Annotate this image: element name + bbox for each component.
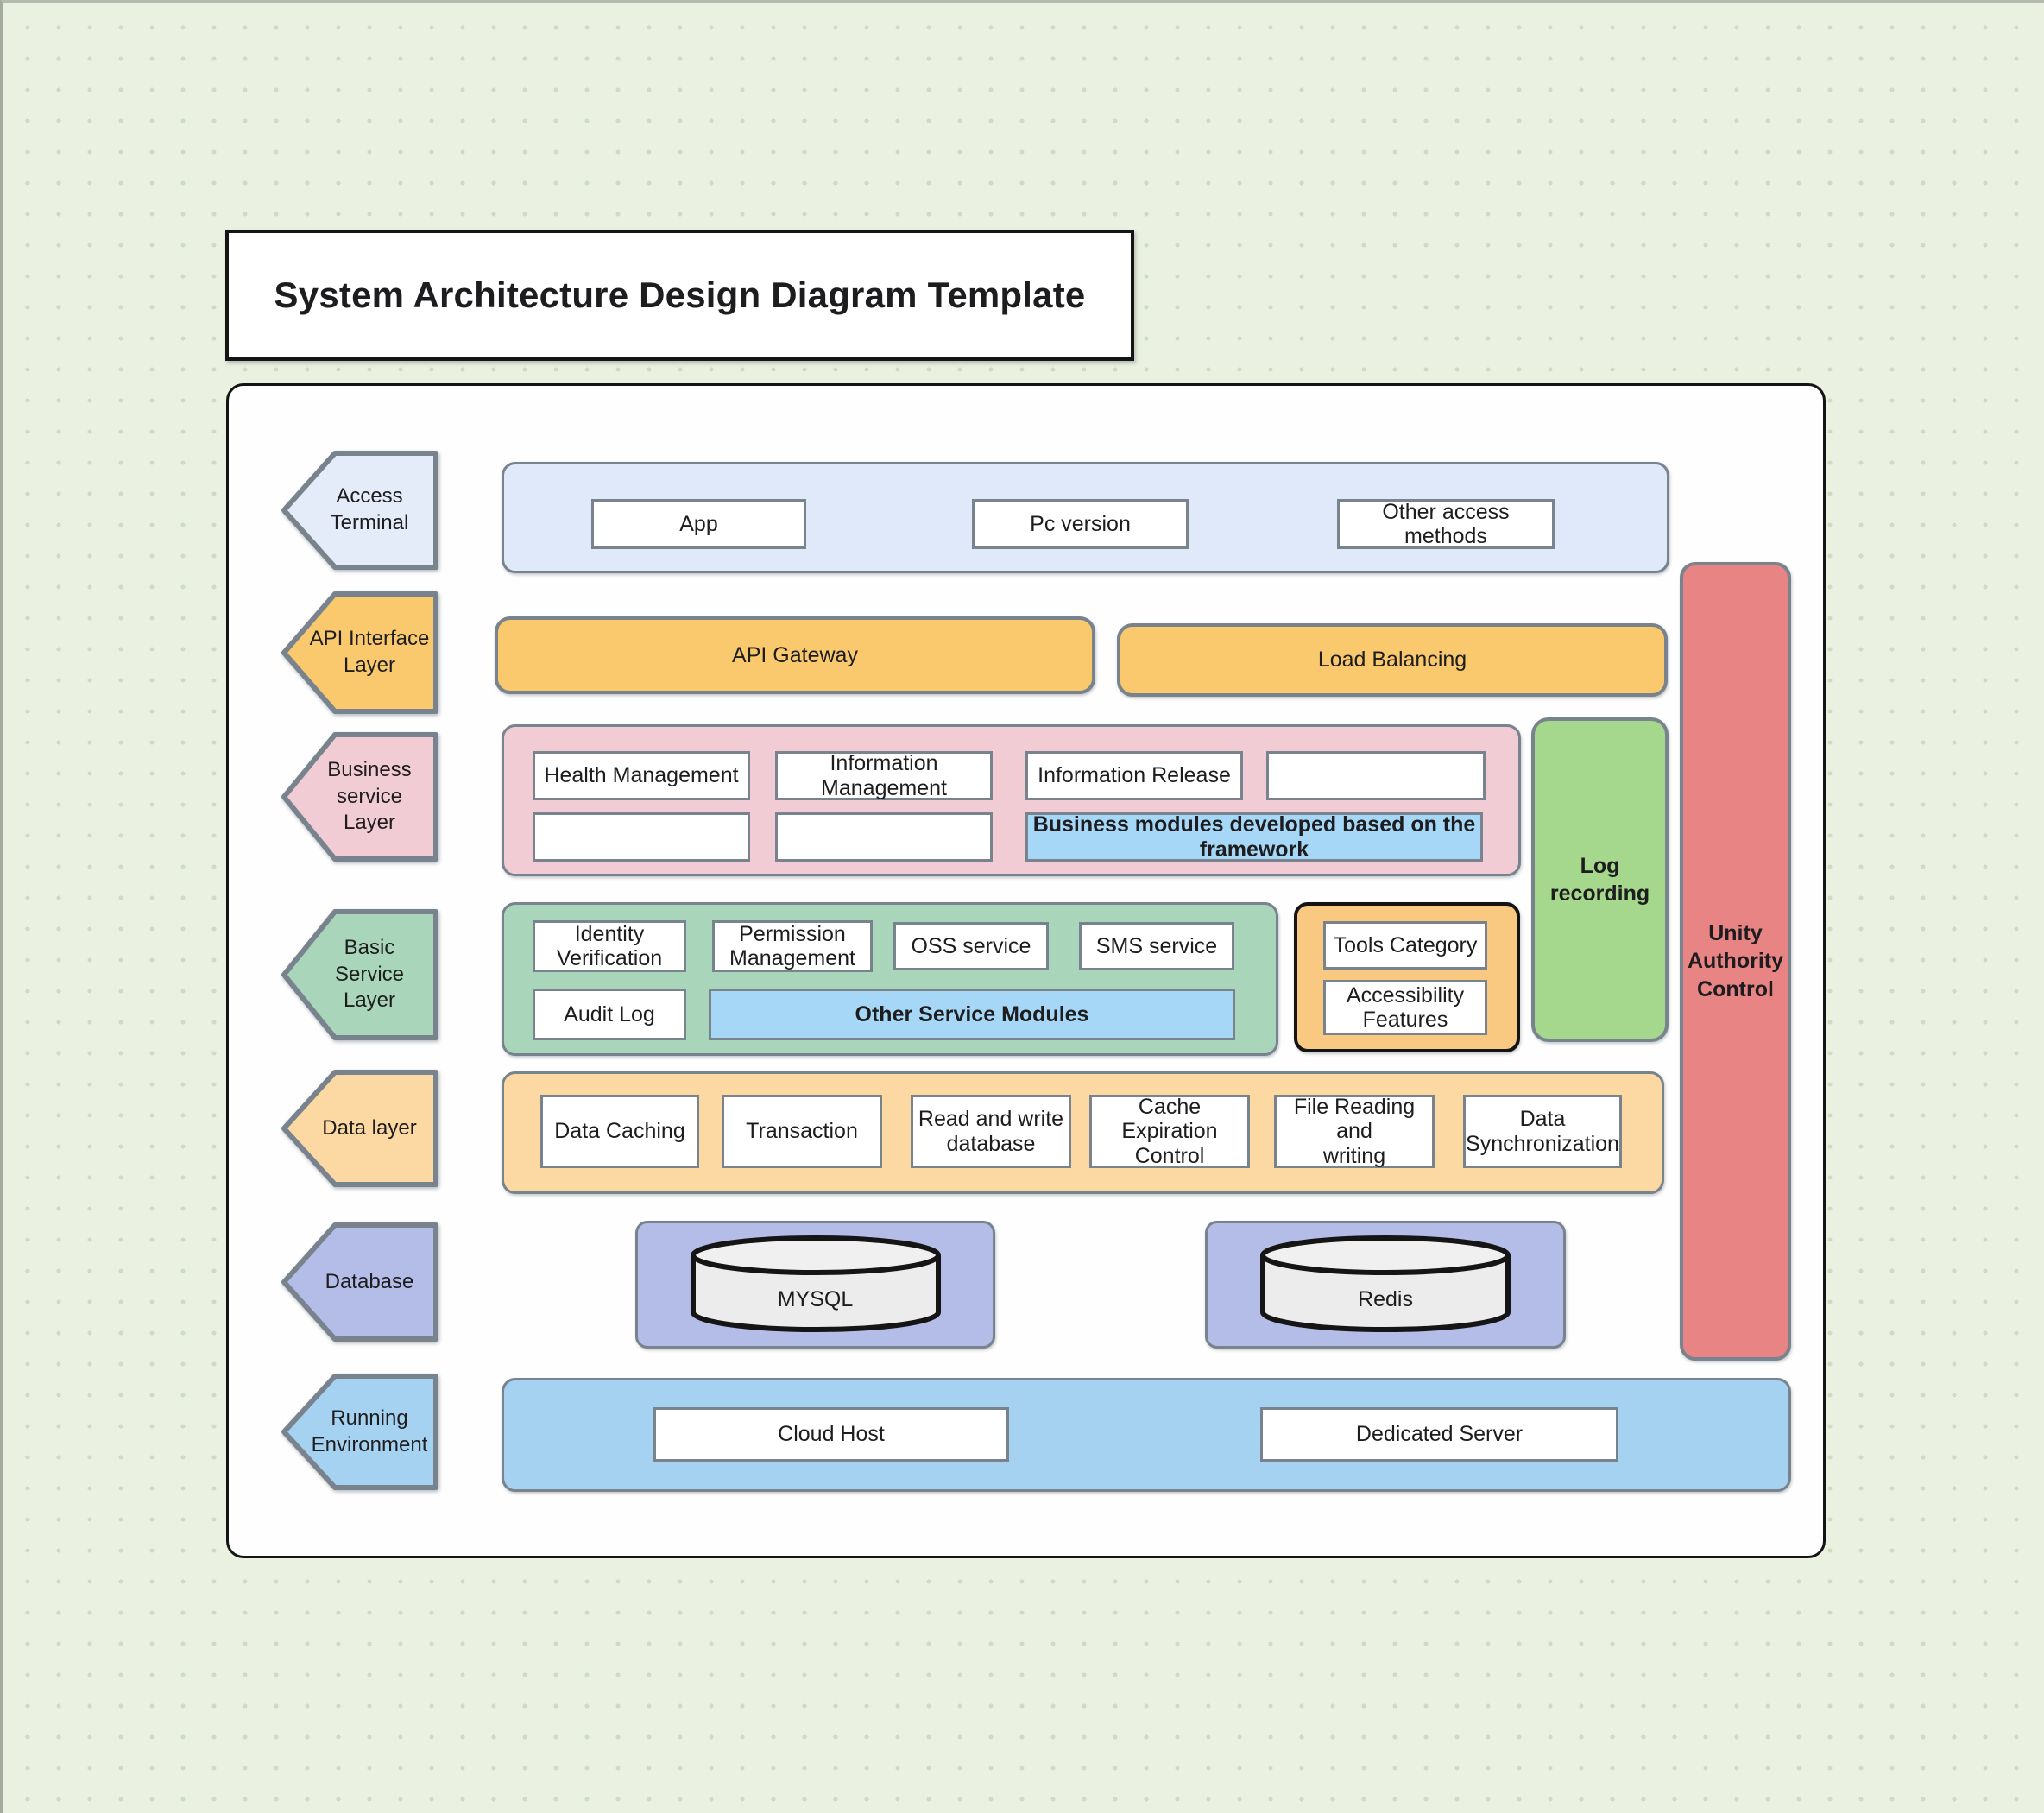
node-information-release: Information Release xyxy=(1025,751,1243,800)
node-audit-log: Audit Log xyxy=(533,989,686,1040)
hexagon-shape-icon xyxy=(281,1070,438,1187)
business-service-group: Health Management Information Management… xyxy=(502,724,1521,876)
database-mysql-group: MYSQL xyxy=(635,1221,995,1349)
data-layer-group: Data Caching Transaction Read and write … xyxy=(502,1071,1664,1194)
database-redis-group: Redis xyxy=(1205,1221,1566,1349)
access-terminal-group: App Pc version Other access methods xyxy=(502,462,1669,573)
node-unity-authority-control: Unity Authority Control xyxy=(1680,562,1791,1361)
node-information-management: Information Management xyxy=(775,751,993,800)
node-data-synchronization: Data Synchronization xyxy=(1463,1095,1622,1168)
node-empty xyxy=(533,812,750,862)
page-title: System Architecture Design Diagram Templ… xyxy=(274,275,1086,315)
layer-hexagon-api-interface: API Interface Layer xyxy=(280,590,440,716)
node-empty xyxy=(775,812,993,862)
layer-label: Data layer xyxy=(322,1115,417,1140)
hexagon-shape-icon xyxy=(281,591,438,714)
node-cache-expiration-control: Cache Expiration Control xyxy=(1089,1095,1250,1168)
layer-hexagon-access-terminal: Access Terminal xyxy=(280,449,440,572)
node-other-service-modules-highlight: Other Service Modules xyxy=(709,989,1235,1040)
database-cylinder-icon: Redis xyxy=(1256,1233,1515,1336)
node-file-reading-writing: File Reading and writing xyxy=(1274,1095,1435,1168)
node-permission-management: Permission Management xyxy=(712,920,873,972)
layer-label: Access Terminal xyxy=(330,484,409,534)
node-data-caching: Data Caching xyxy=(540,1095,699,1168)
node-api-gateway: API Gateway xyxy=(495,616,1095,694)
node-transaction: Transaction xyxy=(722,1095,882,1168)
node-tools-category: Tools Category xyxy=(1323,921,1487,970)
node-app: App xyxy=(591,499,806,549)
diagram-frame: Access Terminal API Interface Layer Busi… xyxy=(226,383,1826,1558)
node-log-recording: Log recording xyxy=(1531,717,1669,1042)
node-load-balancing: Load Balancing xyxy=(1117,623,1668,697)
running-environment-group: Cloud Host Dedicated Server xyxy=(502,1378,1791,1492)
hexagon-shape-icon xyxy=(281,732,438,862)
node-mysql: MYSQL xyxy=(777,1286,854,1311)
basic-service-group: Identity Verification Permission Managem… xyxy=(502,902,1278,1056)
node-sms-service: SMS service xyxy=(1079,922,1234,970)
layer-label: Database xyxy=(325,1269,414,1293)
diagram-title-box: System Architecture Design Diagram Templ… xyxy=(225,230,1134,361)
layer-hexagon-database: Database xyxy=(280,1221,440,1343)
node-pc-version: Pc version xyxy=(972,499,1189,549)
layer-label: Basic Service Layer xyxy=(334,935,405,1013)
layer-label: API Interface Layer xyxy=(309,627,430,677)
node-empty xyxy=(1266,751,1486,800)
layer-hexagon-data-layer: Data layer xyxy=(280,1068,440,1189)
node-cloud-host: Cloud Host xyxy=(653,1407,1009,1462)
database-cylinder-icon: MYSQL xyxy=(686,1233,945,1336)
node-identity-verification: Identity Verification xyxy=(533,920,686,972)
node-other-access-methods: Other access methods xyxy=(1337,499,1555,549)
node-health-management: Health Management xyxy=(533,751,750,800)
node-accessibility-features: Accessibility Features xyxy=(1323,980,1487,1035)
node-read-write-database: Read and write database xyxy=(911,1095,1071,1168)
node-dedicated-server: Dedicated Server xyxy=(1260,1407,1618,1462)
node-oss-service: OSS service xyxy=(893,922,1049,970)
layer-label: Running Environment xyxy=(311,1406,428,1456)
tools-group: Tools Category Accessibility Features xyxy=(1294,902,1520,1052)
hexagon-shape-icon xyxy=(281,1222,438,1342)
layer-hexagon-running-environment: Running Environment xyxy=(280,1372,440,1492)
hexagon-shape-icon xyxy=(281,451,438,570)
hexagon-shape-icon xyxy=(281,909,438,1040)
node-business-modules-highlight: Business modules developed based on the … xyxy=(1025,812,1483,862)
layer-label: Business service Layer xyxy=(327,757,412,835)
hexagon-shape-icon xyxy=(281,1374,438,1490)
layer-hexagon-basic-service: Basic Service Layer xyxy=(280,907,440,1042)
layer-hexagon-business-service: Business service Layer xyxy=(280,730,440,863)
node-redis: Redis xyxy=(1358,1286,1413,1311)
